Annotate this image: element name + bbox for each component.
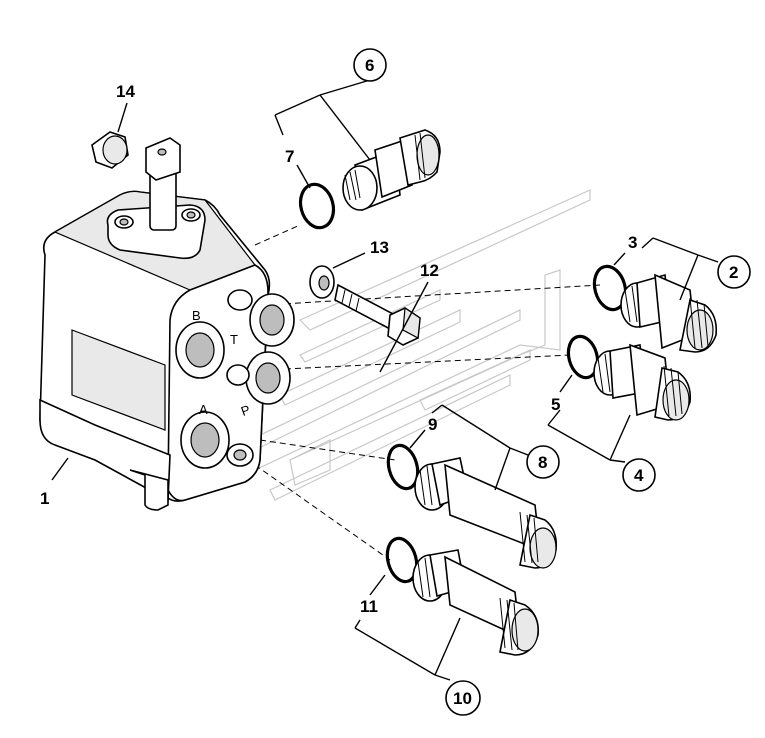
adapter-4 — [593, 343, 692, 421]
callout-label-2: 2 — [729, 263, 738, 282]
o-ring-5 — [566, 334, 600, 380]
callout-2: 2 — [717, 255, 751, 289]
callout-label-13: 13 — [370, 238, 389, 257]
adapter-2 — [620, 273, 718, 353]
callout-label-5: 5 — [551, 395, 560, 414]
callout-label-12: 12 — [420, 261, 439, 280]
callout-4: 4 — [622, 458, 656, 492]
plug-nut — [91, 131, 129, 169]
o-ring-9 — [386, 443, 420, 491]
callout-label-4: 4 — [634, 466, 644, 485]
callout-label-6: 6 — [365, 56, 374, 75]
callout-label-11: 11 — [360, 597, 378, 616]
callout-1: 1 — [40, 489, 49, 508]
bolt-12 — [334, 283, 421, 346]
adapter-10 — [412, 549, 540, 656]
port-label-a: A — [199, 402, 208, 417]
callout-5: 5 — [551, 395, 560, 414]
o-ring-7 — [298, 182, 336, 230]
callout-3: 3 — [628, 233, 637, 252]
callout-6: 6 — [353, 48, 387, 82]
adapter-8 — [414, 457, 558, 569]
callout-11: 11 — [360, 597, 378, 616]
callout-label-1: 1 — [40, 489, 49, 508]
callout-label-3: 3 — [628, 233, 637, 252]
port-label-t: T — [230, 332, 238, 347]
callout-10: 10 — [445, 680, 481, 716]
callout-label-8: 8 — [538, 453, 547, 472]
port-label-b: B — [192, 308, 201, 323]
leader-lines — [51, 79, 719, 681]
callout-8: 8 — [526, 445, 560, 479]
callout-13: 13 — [370, 238, 389, 257]
callout-9: 9 — [428, 415, 437, 434]
callout-label-9: 9 — [428, 415, 437, 434]
o-ring-11 — [385, 536, 419, 584]
adapter-6 — [342, 129, 441, 212]
callout-12: 12 — [420, 261, 439, 280]
callout-14: 14 — [116, 82, 135, 101]
o-ring-3 — [592, 264, 628, 312]
callout-label-10: 10 — [453, 689, 472, 708]
callout-label-7: 7 — [285, 147, 294, 166]
valve-body: B A P T — [39, 137, 295, 511]
alignment-lines — [254, 224, 601, 561]
washer-13 — [309, 265, 335, 299]
callout-7: 7 — [285, 147, 294, 166]
callout-label-14: 14 — [116, 82, 135, 101]
